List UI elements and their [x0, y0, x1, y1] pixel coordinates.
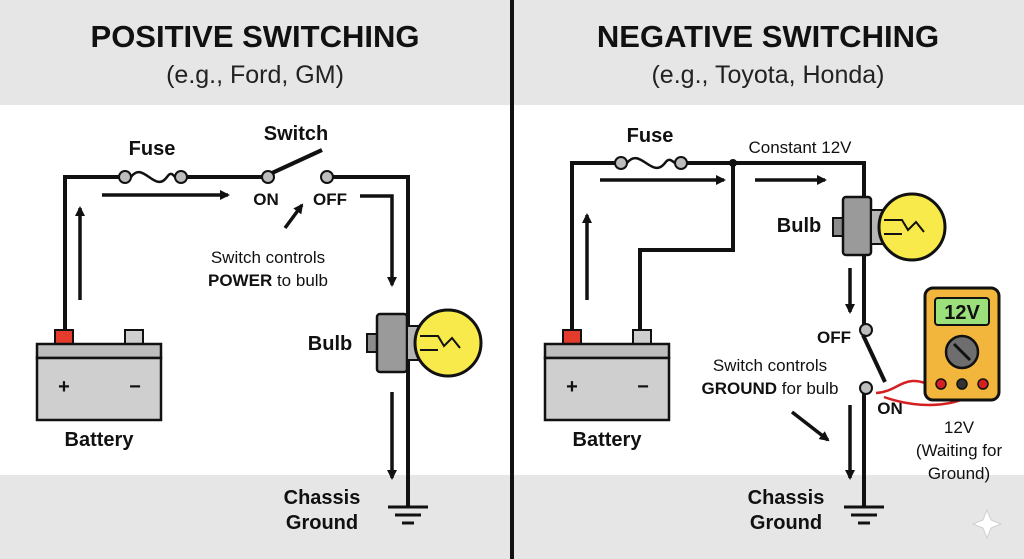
right-constant-label: Constant 12V — [748, 138, 852, 157]
left-fuse-icon — [118, 170, 188, 184]
sparkle-icon — [971, 508, 1003, 540]
right-title: NEGATIVE SWITCHING — [597, 19, 939, 54]
left-ground-label-line2: Ground — [286, 512, 358, 534]
left-switch-label: Switch — [264, 123, 328, 145]
right-ground-label-line2: Ground — [750, 512, 822, 534]
left-note-line1: Switch controls — [211, 248, 325, 267]
multimeter-icon — [875, 286, 1001, 407]
right-subtitle: (e.g., Toyota, Honda) — [651, 61, 884, 89]
left-battery-plus: + — [58, 376, 70, 398]
meter-display-value: 12V — [944, 302, 980, 324]
right-battery-minus: − — [637, 376, 649, 398]
left-wire-switch-to-ground — [328, 175, 410, 507]
meter-note-line2: (Waiting for — [916, 441, 1003, 460]
left-wire-battery-to-fuse — [63, 175, 124, 332]
left-ground-icon — [388, 505, 428, 525]
right-bulb-icon — [832, 192, 947, 262]
left-note-line2: POWER to bulb — [208, 271, 328, 290]
right-pointer-arrow — [790, 410, 830, 442]
left-bulb-label: Bulb — [308, 333, 352, 355]
right-wire-battery-to-fuse — [570, 161, 620, 332]
right-wire-constant-to-switch — [682, 161, 866, 326]
left-subtitle: (e.g., Ford, GM) — [166, 61, 344, 89]
left-fuse-label: Fuse — [129, 138, 176, 160]
left-title: POSITIVE SWITCHING — [91, 19, 420, 54]
right-battery-icon — [543, 329, 671, 422]
left-bulb-icon — [366, 308, 483, 378]
meter-note-line3: Ground) — [928, 464, 990, 483]
right-fuse-icon — [614, 156, 688, 170]
left-on-label: ON — [253, 190, 279, 209]
negative-switching-panel: NEGATIVE SWITCHING (e.g., Toyota, Honda)… — [543, 19, 1003, 534]
right-ground-icon — [844, 505, 884, 525]
left-flow-arrow-down-top — [360, 194, 397, 287]
right-note-line1: Switch controls — [713, 356, 827, 375]
left-battery-minus: − — [129, 376, 141, 398]
right-switch-icon — [859, 323, 887, 395]
right-note-line2: GROUND for bulb — [702, 379, 839, 398]
right-off-label: OFF — [817, 328, 851, 347]
left-switch-icon — [261, 148, 334, 184]
left-ground-label-line1: Chassis — [284, 487, 361, 509]
left-pointer-arrow — [283, 203, 304, 230]
right-junction-dot — [729, 159, 737, 167]
left-battery-label: Battery — [65, 429, 135, 451]
right-battery-label: Battery — [573, 429, 643, 451]
right-wire-negative-return — [638, 161, 735, 332]
right-on-label: ON — [877, 399, 903, 418]
right-battery-plus: + — [566, 376, 578, 398]
right-bulb-label: Bulb — [777, 215, 821, 237]
meter-note-line1: 12V — [944, 418, 975, 437]
positive-switching-panel: POSITIVE SWITCHING (e.g., Ford, GM) Fuse… — [35, 19, 483, 534]
left-off-label: OFF — [313, 190, 347, 209]
right-fuse-label: Fuse — [627, 125, 674, 147]
left-battery-icon — [35, 329, 163, 422]
right-ground-label-line1: Chassis — [748, 487, 825, 509]
